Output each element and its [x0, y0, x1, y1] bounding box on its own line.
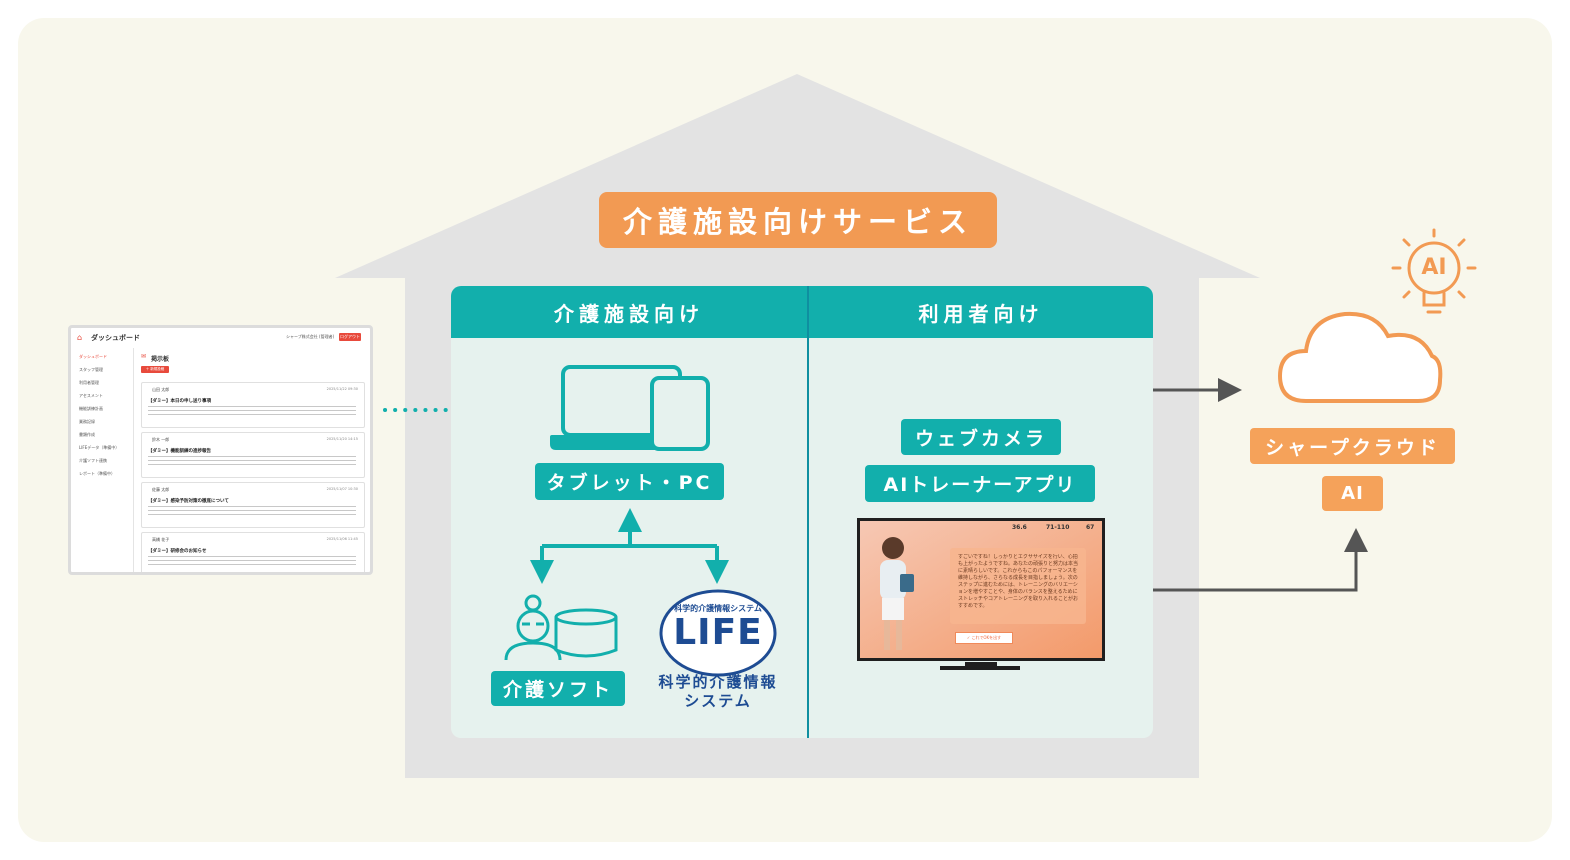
service-title: 介護施設向けサービス: [599, 192, 997, 248]
sidebar-item-dashboard[interactable]: ダッシュボード: [79, 354, 107, 359]
trainer-app-label: AIトレーナーアプリ: [865, 465, 1095, 502]
post-title: 【ダミー】本日の申し送り事項: [148, 399, 211, 404]
life-logo-text: LIFE: [673, 612, 763, 653]
home-icon: ⌂: [77, 333, 83, 342]
post-author: 山田 太郎: [152, 387, 170, 392]
post-date: 2025/11/07 10:30: [326, 487, 358, 491]
ai-bulb-icon: [1391, 228, 1477, 314]
ai-label: AI: [1322, 476, 1383, 511]
service-panel: 介護施設向け 利用者向け: [451, 286, 1153, 738]
column-header-user: 利用者向け: [809, 286, 1153, 338]
post-card[interactable]: 山田 太郎 2025/11/22 09:30 【ダミー】本日の申し送り事項: [141, 382, 365, 428]
post-card[interactable]: 鈴木 一郎 2025/11/20 14:15 【ダミー】機能訓練の進捗報告: [141, 432, 365, 478]
post-author: 鈴木 一郎: [152, 437, 170, 442]
dashboard-title: ダッシュボード: [91, 334, 140, 342]
sidebar-item-users[interactable]: 利用者管理: [79, 380, 99, 385]
board-title: 掲示板: [151, 356, 170, 363]
post-date: 2025/11/20 14:15: [326, 437, 358, 441]
post-body: [148, 456, 356, 465]
tv-temp-stat: 36.6: [1012, 524, 1027, 531]
tv-to-ai-arrow: [1125, 528, 1368, 592]
post-title: 【ダミー】研修会のお知らせ: [148, 549, 207, 554]
post-date: 2025/11/06 11:45: [326, 537, 358, 541]
tv-message: すごいですね！しっかりとエクササイズを行い、心拍も上がったようですね。あなたの頑…: [958, 554, 1079, 609]
webcam-label: ウェブカメラ: [901, 419, 1061, 455]
post-author: 高橋 花子: [152, 537, 170, 542]
post-card[interactable]: 高橋 花子 2025/11/06 11:45 【ダミー】研修会のお知らせ: [141, 532, 365, 572]
post-body: [148, 406, 356, 415]
post-title: 【ダミー】機能訓練の進捗報告: [148, 449, 211, 454]
post-author: 佐藤 太郎: [152, 487, 170, 492]
tv-ok-button: ✓ これでOKを出す: [955, 632, 1013, 644]
dashboard-screenshot: ⌂ ダッシュボード シャープ株式会社 (管理者) ログアウト ダッシュボード ス…: [68, 325, 373, 575]
post-card[interactable]: 佐藤 太郎 2025/11/07 10:30 【ダミー】感染予防対策の徹底につい…: [141, 482, 365, 528]
sidebar-item-records[interactable]: 業務記録: [79, 419, 95, 424]
sidebar-item-staff[interactable]: スタッフ管理: [79, 367, 103, 372]
life-logo-top-text: 科学的介護情報システム: [674, 604, 762, 613]
logout-button[interactable]: ログアウト: [339, 333, 361, 341]
ai-bulb-text: AI: [1421, 255, 1447, 280]
sidebar-item-training-plan[interactable]: 機能訓練計画: [79, 406, 103, 411]
sidebar-item-software-link[interactable]: 介護ソフト連携: [79, 458, 107, 463]
column-divider: [807, 286, 809, 738]
dashboard-sidebar: ダッシュボード スタッフ管理 利用者管理 アセスメント 機能訓練計画 業務記録 …: [71, 348, 134, 572]
post-body: [148, 506, 356, 515]
sidebar-item-documents[interactable]: 書類作成: [79, 432, 95, 437]
care-software-label: 介護ソフト: [491, 671, 625, 706]
life-caption-line1: 科学的介護情報: [658, 673, 778, 691]
tv-heart-range-stat: 71-110: [1046, 524, 1070, 531]
sharp-cloud-label: シャープクラウド: [1250, 428, 1455, 464]
post-body: [148, 556, 356, 565]
sidebar-item-life-data[interactable]: LIFEデータ（準備中）: [79, 445, 120, 450]
megaphone-icon: ✉: [141, 353, 147, 360]
post-date: 2025/11/22 09:30: [326, 387, 358, 391]
new-post-button[interactable]: ＋ 新規投稿: [141, 366, 169, 373]
post-title: 【ダミー】感染予防対策の徹底について: [148, 499, 229, 504]
column-header-facility: 介護施設向け: [451, 286, 807, 338]
cloud-icon: [1277, 311, 1443, 403]
tv-heart-rate-stat: 67: [1086, 524, 1095, 531]
device-label: タブレット・PC: [535, 463, 724, 500]
dashboard-user: シャープ株式会社 (管理者): [286, 334, 335, 339]
sidebar-item-assessment[interactable]: アセスメント: [79, 393, 103, 398]
sidebar-item-report[interactable]: レポート（準備中）: [79, 471, 115, 476]
life-caption-line2: システム: [684, 692, 752, 710]
